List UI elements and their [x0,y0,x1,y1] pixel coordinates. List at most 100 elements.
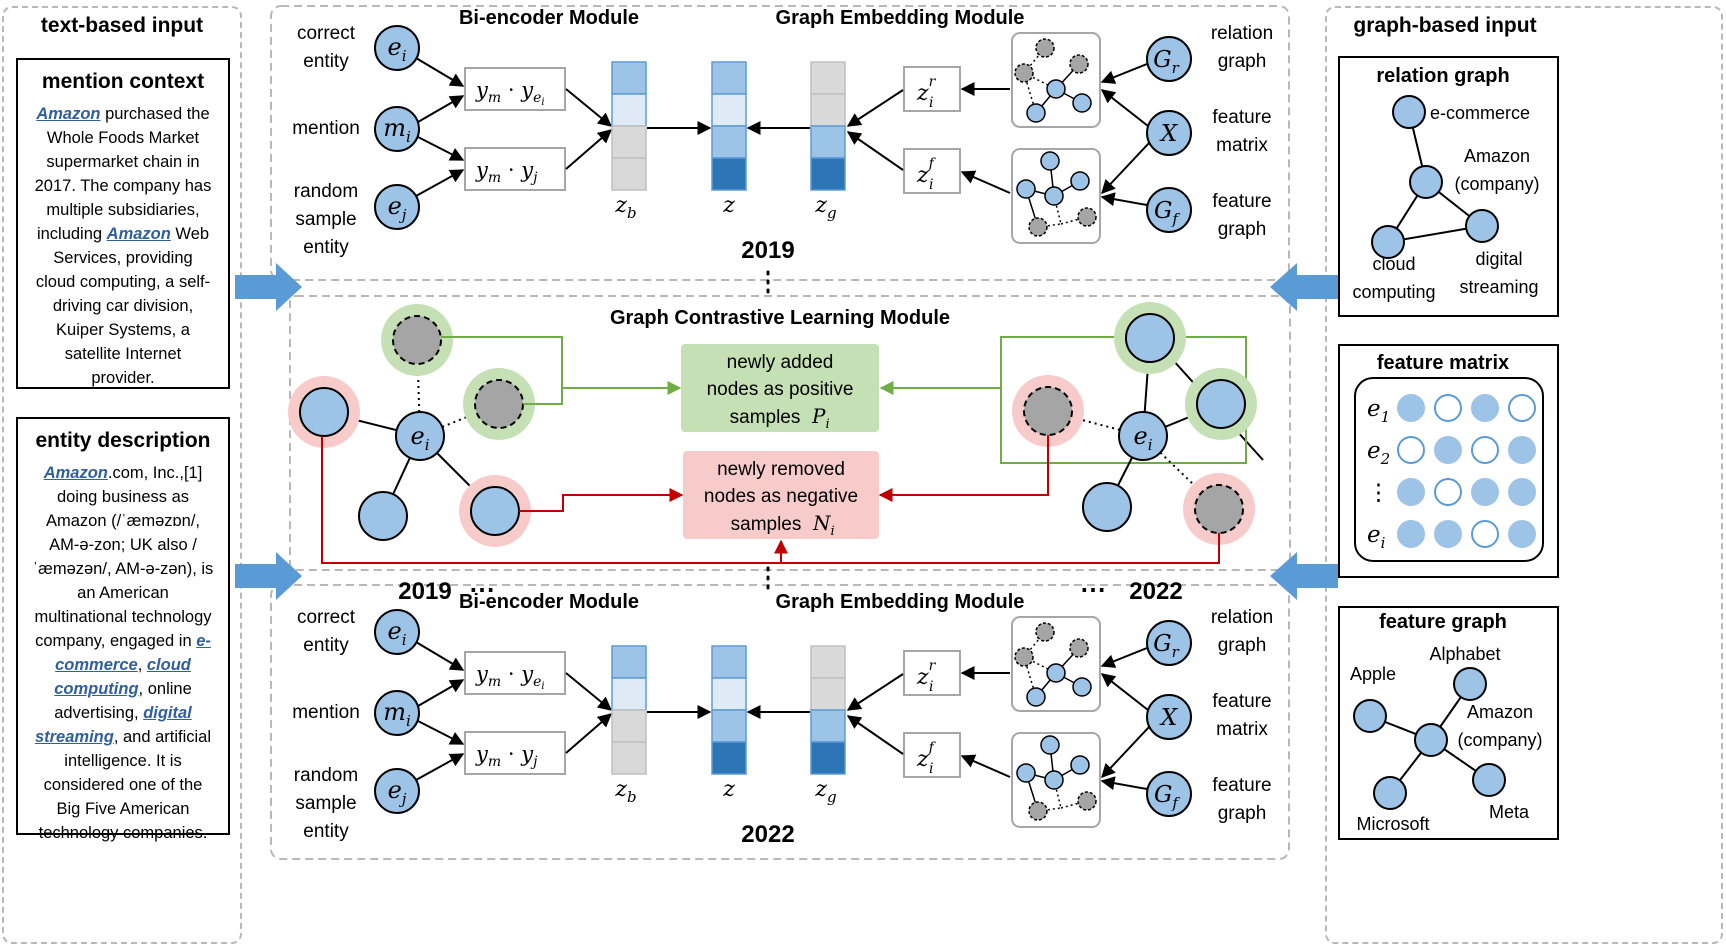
svg-text:i: i [929,95,933,111]
vector-label: zg [814,777,836,806]
graph-node [299,387,349,437]
year-label: 2022 [741,821,794,848]
flow-arrow [960,170,1011,194]
graph-node [358,491,408,541]
input-node [374,25,420,71]
bottom-module-frame [270,584,1290,860]
module-label: feature [1212,691,1271,712]
input-node [374,609,420,655]
matrix-cell-empty [1434,478,1462,506]
graph-node [1196,379,1246,429]
flow-arrow [417,679,465,707]
entity-link[interactable]: cloud computing [54,656,191,698]
matrix-cell-filled [1508,478,1536,506]
svg-text:ym · yj: ym · yj [475,158,538,186]
graph-embedding-box [903,650,961,696]
vector-zb [611,677,647,711]
flow-arrow [960,754,1011,778]
module-label: correct [297,23,356,44]
feature-graph-title: feature graph [1379,611,1507,633]
text-span: , [137,656,147,674]
graph-input-node [1146,187,1192,233]
graph-embedding-box [903,732,961,778]
graph-node [1125,313,1175,363]
matrix-cell-filled [1397,478,1425,506]
graph-node-removed [1023,386,1073,436]
vector-zg [810,645,846,679]
entity-link[interactable]: digital streaming [34,704,192,746]
svg-text:samples: samples [731,514,802,535]
flow-arrow [415,753,465,781]
flow-arrow [1100,192,1148,207]
vector-label: zb [614,777,636,806]
matrix-cell-empty [1397,436,1425,464]
mention-context-title: mention context [41,70,205,93]
vector-z [711,93,747,127]
flow-arrow [417,720,465,745]
matrix-cell-filled [1397,394,1425,422]
module-label: feature [1212,107,1271,128]
matrix-cell-filled [1508,436,1536,464]
graph-2022-visual: ei [1000,302,1257,545]
negative-box-line-2: nodes as negative [704,486,858,507]
relation-node-label: e-commerce [1430,103,1530,123]
flow-arrow [415,57,465,87]
flow-arrow [1101,142,1150,195]
graph-node [1082,482,1132,532]
svg-text:Ni: Ni [812,511,835,539]
graph-node-new [392,315,442,365]
top-module-frame [270,5,1290,281]
entity-link[interactable]: Amazon [106,225,171,243]
negative-box-line-3: samples [731,514,802,535]
input-node [374,184,420,230]
contrastive-graph-2019: ei [288,304,535,547]
input-node [374,690,420,736]
vector-label: zg [814,193,836,222]
graph-input-node [1146,771,1192,817]
flow-arrow [846,673,904,711]
vector-zg [810,709,846,743]
vector-z [711,61,747,95]
vector-zg [810,157,846,191]
vector-zb [611,741,647,775]
flow-arrow [1101,726,1150,779]
flow-arrow [415,169,465,197]
mention-context-text: Amazon purchased the Whole Foods Market … [32,102,214,390]
input-node [374,768,420,814]
flow-arrow [1100,63,1148,84]
matrix-cell-filled [1471,394,1499,422]
module-label: relation [1211,23,1273,44]
text-input-arrow-bottom [235,552,302,600]
matrix-cell-empty [1471,436,1499,464]
flow-arrow [1100,89,1149,127]
flow-arrow [846,89,904,127]
module-label: graph [1218,635,1267,656]
vector-zb [611,645,647,679]
graph-embedding-title: Graph Embedding Module [776,591,1025,613]
text-input-arrow-top [235,263,302,311]
entity-link[interactable]: e-commerce [55,632,211,674]
module-label: mention [292,118,360,139]
center-entity-node [1118,411,1168,461]
svg-text:i: i [929,177,933,193]
graph-input-node [1146,620,1192,666]
positive-samples-box [681,344,879,432]
module-label: entity [303,635,349,656]
flow-arrow [417,136,465,161]
negative-connector-left [519,488,684,512]
svg-text:Pi: Pi [811,404,830,432]
flow-arrow [1100,673,1149,711]
vector-z [711,741,747,775]
left-panel-header: text-based input [40,14,204,37]
module-label: sample [295,209,356,230]
entity-link[interactable]: Amazon [36,105,101,123]
matrix-cell-empty [1434,394,1462,422]
right-panel: graph-based input [1325,6,1723,944]
matrix-cell-filled [1471,478,1499,506]
entity-link[interactable]: Amazon [43,464,108,482]
vector-zb [611,93,647,127]
flow-arrow [1100,776,1148,791]
